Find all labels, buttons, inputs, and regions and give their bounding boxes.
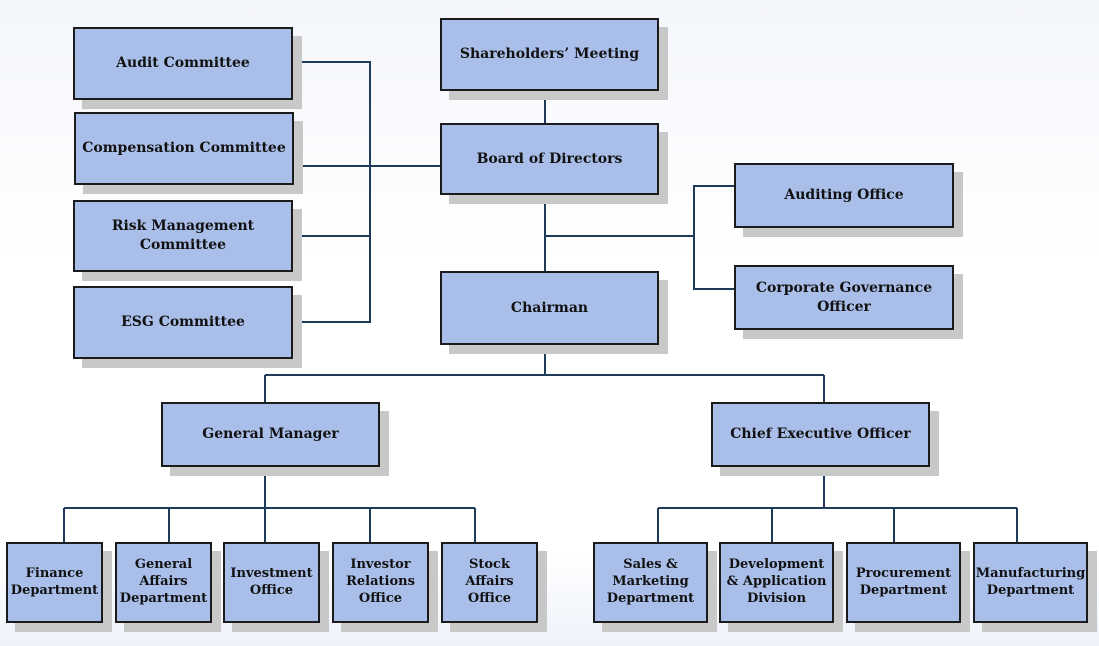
chairman-box: Chairman — [440, 271, 659, 345]
corporate-governance-officer-box: Corporate Governance Officer — [734, 265, 954, 330]
sales-marketing-department-box: Sales & Marketing Department — [593, 542, 708, 623]
shareholders-meeting-box: Shareholders’ Meeting — [440, 18, 659, 91]
risk-management-committee-box: Risk Management Committee — [73, 200, 293, 272]
esg-committee-box: ESG Committee — [73, 286, 293, 359]
board-of-directors-box: Board of Directors — [440, 123, 659, 195]
general-manager-box: General Manager — [161, 402, 380, 467]
manufacturing-department-box: Manufacturing Department — [973, 542, 1088, 623]
procurement-department-box: Procurement Department — [846, 542, 961, 623]
development-application-division-box: Development & Application Division — [719, 542, 834, 623]
general-affairs-department-box: General Affairs Department — [115, 542, 212, 623]
chief-executive-officer-box: Chief Executive Officer — [711, 402, 930, 467]
finance-department-box: Finance Department — [6, 542, 103, 623]
audit-committee-box: Audit Committee — [73, 27, 293, 100]
stock-affairs-office-box: Stock Affairs Office — [441, 542, 538, 623]
investment-office-box: Investment Office — [223, 542, 320, 623]
auditing-office-box: Auditing Office — [734, 163, 954, 228]
investor-relations-office-box: Investor Relations Office — [332, 542, 429, 623]
compensation-committee-box: Compensation Committee — [74, 112, 294, 185]
